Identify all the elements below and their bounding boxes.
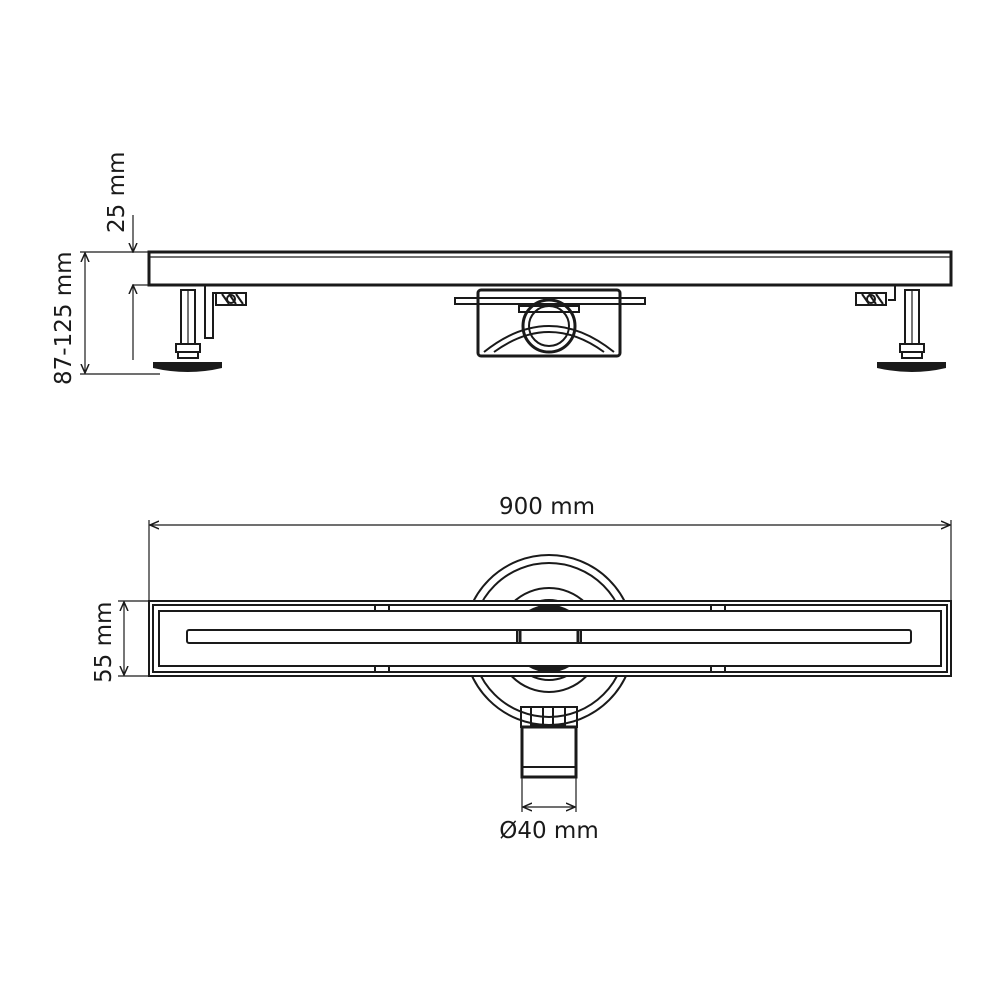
flange-bottom-shadow	[527, 666, 571, 673]
dimension-top-thickness: 25 mm	[104, 152, 149, 360]
top-thickness-label: 25 mm	[104, 152, 130, 233]
length-label: 900 mm	[499, 494, 595, 520]
flange-top-shadow	[527, 604, 571, 611]
dimension-width: 55 mm	[91, 600, 149, 683]
dimension-length: 900 mm	[148, 494, 952, 601]
channel-body	[147, 250, 953, 287]
dimension-height-range: 87-125 mm	[51, 251, 160, 385]
left-leveling-foot	[153, 285, 247, 372]
right-leveling-foot	[855, 285, 946, 372]
top-view: 900 mm 55 mm Ø40 mm	[91, 494, 952, 844]
height-range-label: 87-125 mm	[51, 251, 77, 385]
left-wing-nut	[215, 292, 247, 306]
outlet-pipe	[520, 706, 578, 779]
dimension-outlet-diameter: Ø40 mm	[499, 777, 599, 844]
width-label: 55 mm	[91, 602, 117, 683]
channel-frame	[148, 600, 952, 677]
outlet-diameter-label: Ø40 mm	[499, 818, 599, 844]
side-view: 25 mm 87-125 mm	[51, 152, 953, 385]
siphon-outlet-side	[454, 288, 646, 358]
right-wing-nut	[855, 292, 887, 306]
